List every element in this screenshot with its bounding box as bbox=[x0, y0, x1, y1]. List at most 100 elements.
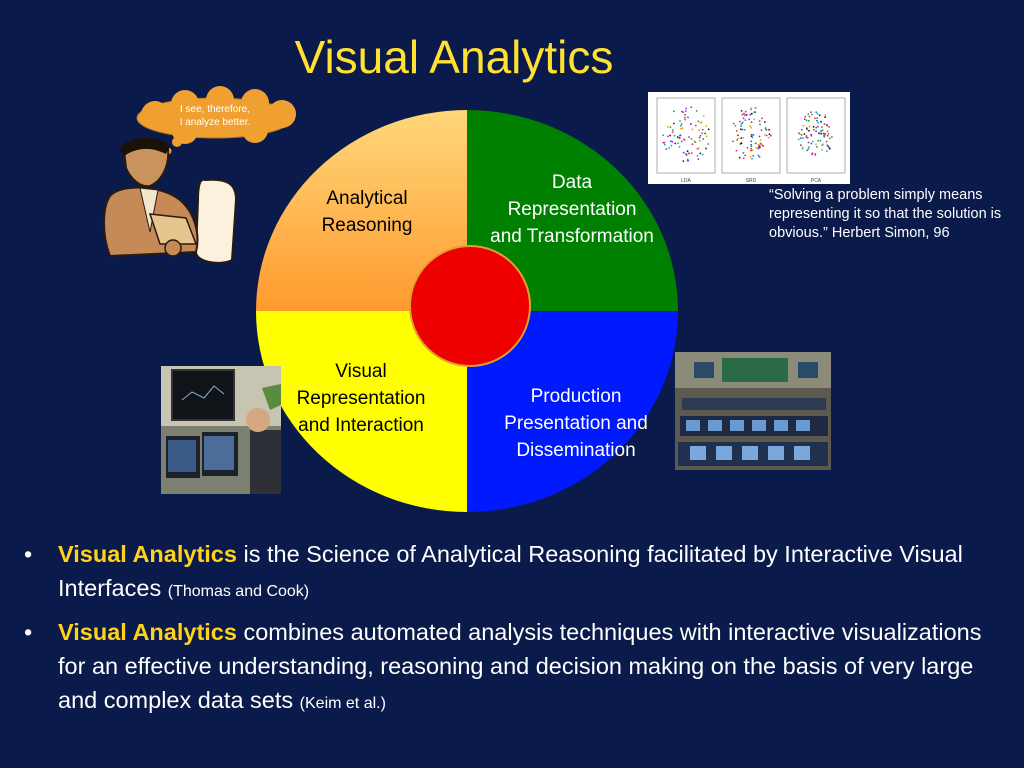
label-analytical-reasoning: Analytical Reasoning bbox=[321, 188, 413, 236]
scatter-dot bbox=[663, 143, 666, 146]
scatter-dot bbox=[743, 112, 745, 115]
scatter-dot bbox=[750, 140, 753, 143]
scatter-dot bbox=[816, 112, 819, 115]
scatter-dot bbox=[805, 119, 808, 122]
scatter-dot bbox=[745, 114, 748, 116]
person-at-computer-icon bbox=[103, 137, 238, 264]
scatter-dot bbox=[806, 137, 809, 139]
scatter-dot bbox=[673, 134, 676, 137]
bullet-text: is the Science of Analytical Reasoning f… bbox=[58, 541, 963, 601]
scatter-dot bbox=[705, 135, 708, 138]
scatter-dot bbox=[765, 128, 768, 131]
scatter-dot bbox=[826, 150, 828, 153]
scatter-dot bbox=[691, 143, 694, 146]
scatter-dot bbox=[739, 143, 742, 145]
scatter-dot bbox=[698, 136, 701, 139]
scatter-dot bbox=[761, 144, 764, 147]
scatter-dot bbox=[750, 108, 752, 111]
scatter-dot bbox=[668, 147, 670, 149]
scatter-dot bbox=[805, 135, 808, 137]
scatter-dot bbox=[702, 115, 705, 117]
scatter-dot bbox=[732, 122, 735, 125]
scatter-dot bbox=[761, 117, 763, 120]
scatter-dot bbox=[684, 113, 686, 116]
scatter-dot bbox=[817, 121, 819, 124]
scatter-dot bbox=[690, 138, 693, 140]
scatter-dot bbox=[687, 152, 690, 155]
scatter-dot bbox=[679, 137, 681, 139]
scatter-dot bbox=[684, 116, 686, 119]
scatter-dot bbox=[680, 140, 683, 143]
control-room-photo bbox=[675, 352, 831, 470]
scatter-dot bbox=[750, 126, 753, 129]
scatter-dot bbox=[754, 142, 757, 145]
scatter-dot bbox=[825, 140, 828, 143]
scatter-dot bbox=[677, 142, 679, 145]
scatter-dot bbox=[701, 132, 703, 135]
scatter-dot bbox=[698, 129, 700, 132]
scatter-dot bbox=[797, 138, 800, 141]
scatter-dot bbox=[685, 107, 687, 110]
scatter-dot bbox=[752, 154, 755, 157]
scatter-dot bbox=[814, 154, 817, 156]
scatter-dot bbox=[669, 126, 672, 129]
scatter-dot bbox=[697, 147, 700, 150]
scatter-dot bbox=[800, 128, 803, 131]
scatter-dot bbox=[767, 136, 770, 139]
scatter-dot bbox=[680, 127, 682, 130]
scatter-dot bbox=[807, 141, 810, 144]
scatter-dot bbox=[768, 128, 771, 131]
scatter-dot bbox=[699, 134, 702, 137]
scatter-dot bbox=[764, 127, 767, 130]
scatter-dot bbox=[798, 132, 800, 135]
scatter-dot bbox=[807, 119, 810, 122]
scatter-dot bbox=[665, 148, 668, 151]
scatter-dot bbox=[686, 150, 689, 153]
scatter-dot bbox=[769, 134, 772, 137]
scatter-dot bbox=[754, 107, 757, 109]
bullet-highlight: Visual Analytics bbox=[58, 541, 237, 567]
bullet-highlight: Visual Analytics bbox=[58, 619, 237, 645]
scatter-dot bbox=[753, 118, 756, 121]
quadrant-analytical-reasoning bbox=[256, 110, 467, 311]
scatter-dot bbox=[683, 138, 685, 141]
scatter-dot bbox=[802, 137, 804, 140]
scatter-dot bbox=[821, 148, 823, 151]
scatter-dot bbox=[743, 128, 746, 131]
scatter-dot bbox=[765, 134, 768, 137]
label-data-representation: Data Representation and Transformation bbox=[490, 172, 654, 247]
scatter-dot bbox=[763, 121, 766, 123]
scatter-dot bbox=[811, 152, 814, 155]
scatter-dot bbox=[687, 159, 690, 162]
scatter-dot bbox=[749, 156, 752, 158]
scatter-dot bbox=[819, 139, 822, 142]
scatter-dot bbox=[823, 134, 826, 137]
quadrant-production bbox=[467, 311, 678, 512]
scatter-dot bbox=[674, 142, 677, 145]
bullet-item: • Visual Analytics is the Science of Ana… bbox=[24, 537, 1014, 609]
scatter-dot bbox=[740, 128, 742, 131]
scatter-dot bbox=[803, 118, 806, 121]
scatter-dot bbox=[750, 121, 753, 124]
scatter-dot bbox=[816, 146, 818, 148]
scatter-dot bbox=[815, 111, 818, 114]
scatter-dot bbox=[817, 125, 819, 128]
scatter-dot bbox=[707, 128, 710, 131]
scatter-dot bbox=[694, 124, 697, 127]
scatter-dot bbox=[684, 110, 687, 112]
scatter-dot bbox=[704, 132, 707, 135]
scatter-dot bbox=[751, 157, 753, 160]
scatter-dot bbox=[682, 111, 684, 114]
scatter-dot bbox=[808, 115, 811, 118]
scatter-dot bbox=[815, 126, 818, 129]
scatter-dot bbox=[739, 120, 741, 123]
scatter-dot bbox=[808, 129, 810, 132]
scatter-dot bbox=[673, 122, 675, 125]
scatter-dot bbox=[749, 125, 751, 127]
scatter-dot bbox=[826, 123, 828, 126]
scatter-dot bbox=[820, 120, 822, 123]
scatter-dot bbox=[671, 140, 674, 143]
scatter-dot bbox=[813, 128, 815, 131]
scatter-dot bbox=[810, 142, 813, 145]
scatter-dot bbox=[801, 146, 804, 149]
